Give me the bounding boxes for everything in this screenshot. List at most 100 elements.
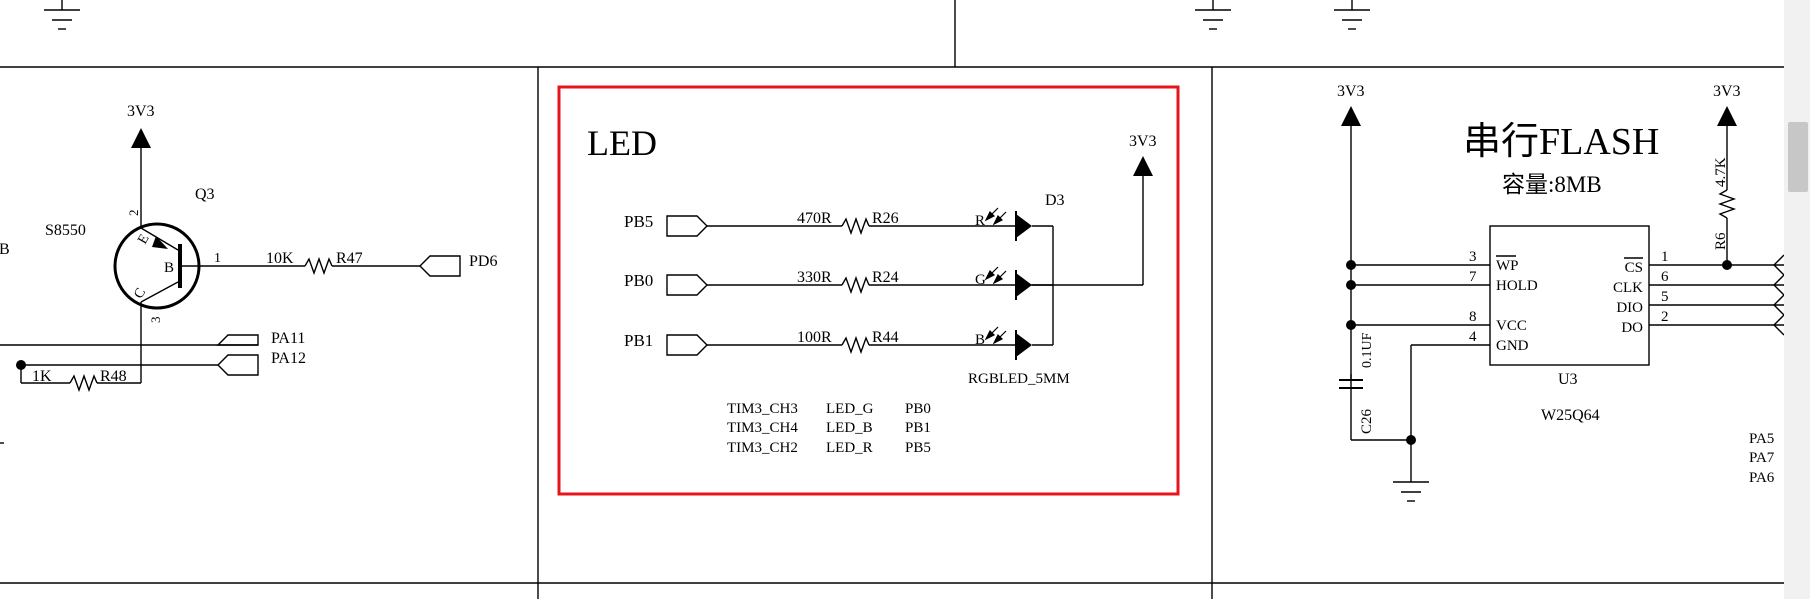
resistor-ref: R6	[1713, 232, 1729, 250]
transistor-part: S8550	[45, 222, 86, 239]
pin-name: DO	[1621, 320, 1643, 336]
port-connector	[1773, 274, 1784, 296]
highlight-box	[557, 85, 1180, 496]
power-arrow-icon	[1133, 156, 1153, 176]
resistor-ref: R48	[100, 368, 127, 385]
transistor-section: B 3V3 Q3 S8550 E B C 2 1 3 10K R47 PD6 P…	[0, 103, 497, 444]
resistor-ref: R47	[336, 250, 363, 267]
junction-dot	[1346, 320, 1356, 330]
chip-ref: U3	[1558, 371, 1578, 388]
port-label: PB1	[624, 331, 653, 350]
capacitor-value: 0.1UF	[1360, 332, 1375, 368]
cut-label: B	[0, 241, 10, 258]
pin-number: 1	[1661, 249, 1669, 265]
table-cell: LED_G	[826, 401, 874, 417]
port-connector	[216, 334, 259, 346]
vertical-scrollbar[interactable]	[1784, 0, 1810, 599]
power-label: 3V3	[1337, 83, 1365, 100]
table-cell: LED_R	[826, 440, 873, 456]
timer-table: TIM3_CH3 LED_G PB0 TIM3_CH4 LED_B PB1 TI…	[727, 401, 931, 456]
led-color-label: B	[975, 332, 985, 348]
port-label: PB5	[624, 212, 653, 231]
pin-number: 2	[126, 210, 141, 217]
pin-number: 2	[1661, 309, 1669, 325]
net-label: PA6	[1749, 470, 1775, 486]
power-label: 3V3	[1129, 133, 1157, 150]
port-connector	[1773, 294, 1784, 316]
table-cell: TIM3_CH3	[727, 401, 798, 417]
pin-number: 3	[1469, 249, 1477, 265]
resistor-value: 330R	[797, 269, 832, 286]
port-connector	[1773, 254, 1784, 276]
table-cell: LED_B	[826, 420, 873, 436]
table-cell: TIM3_CH2	[727, 440, 798, 456]
chip-body	[1489, 225, 1650, 366]
ground-symbol	[44, 0, 80, 30]
pin-number: 5	[1661, 289, 1669, 305]
pin-number: 1	[214, 251, 221, 266]
resistor-value: 10K	[266, 250, 294, 267]
led-color-label: R	[975, 213, 985, 229]
led-section: LED 3V3 PB5 470R R26 R PB0 330R R24 G PB…	[557, 85, 1180, 496]
port-label: PD6	[469, 253, 497, 270]
port-label: PB0	[624, 271, 653, 290]
power-arrow-icon	[1717, 106, 1737, 126]
emitter-arrow-icon	[152, 236, 168, 249]
led-color-label: G	[975, 272, 986, 288]
resistor-ref: R26	[872, 210, 899, 227]
resistor-value: 470R	[797, 210, 832, 227]
pin-number: 4	[1469, 329, 1477, 345]
net-label: PA7	[1749, 450, 1775, 466]
pin-number: 3	[148, 317, 163, 324]
ground-symbol	[1393, 440, 1429, 502]
pin-name: WP	[1496, 258, 1519, 274]
table-cell: PB5	[905, 440, 931, 456]
pin-number: 7	[1469, 269, 1477, 285]
port-label: PA11	[271, 330, 305, 347]
capacitor-ref: C26	[1359, 408, 1375, 434]
port-connector	[217, 354, 259, 376]
pin-name: VCC	[1496, 318, 1527, 334]
pin-number: 6	[1661, 269, 1669, 285]
power-label: 3V3	[127, 103, 155, 120]
pin-name: CS	[1625, 260, 1643, 276]
pin-name: CLK	[1613, 280, 1643, 296]
resistor-value: 1K	[32, 368, 52, 385]
ground-symbol	[1195, 0, 1231, 30]
port-connector	[419, 255, 461, 277]
capacity-label: 容量:8MB	[1502, 172, 1602, 197]
resistor-zigzag	[1717, 189, 1737, 219]
power-arrow-icon	[131, 128, 151, 148]
pin-b-label: B	[164, 260, 174, 276]
pin-name: GND	[1496, 338, 1529, 354]
port-label: PA12	[271, 350, 306, 367]
scrollbar-thumb[interactable]	[1788, 122, 1808, 192]
resistor-zigzag	[841, 275, 870, 295]
table-cell: PB1	[905, 420, 931, 436]
port-connector	[666, 274, 708, 296]
port-connector	[1773, 314, 1784, 336]
pin-name: DIO	[1616, 300, 1643, 316]
pin-number: 8	[1469, 309, 1477, 325]
resistor-zigzag	[841, 216, 870, 236]
pin-name: HOLD	[1496, 278, 1538, 294]
diode-icon	[1016, 333, 1032, 357]
chip-part: W25Q64	[1541, 407, 1600, 424]
section-title: 串行FLASH	[1463, 121, 1659, 163]
resistor-value: 4.7K	[1713, 157, 1729, 187]
table-cell: PB0	[905, 401, 931, 417]
power-arrow-icon	[1341, 106, 1361, 126]
resistor-ref: R24	[872, 269, 899, 286]
port-connector	[666, 334, 708, 356]
table-cell: TIM3_CH4	[727, 420, 798, 436]
junction-dot	[1346, 280, 1356, 290]
light-arrows-icon	[984, 207, 1007, 345]
diode-icon	[1016, 214, 1032, 238]
power-label: 3V3	[1713, 83, 1741, 100]
led-ref: D3	[1045, 192, 1065, 209]
diode-icon	[1016, 273, 1032, 297]
resistor-zigzag	[304, 256, 333, 276]
ground-symbol	[1334, 0, 1370, 30]
section-title: LED	[587, 123, 657, 163]
resistor-zigzag	[69, 373, 98, 393]
